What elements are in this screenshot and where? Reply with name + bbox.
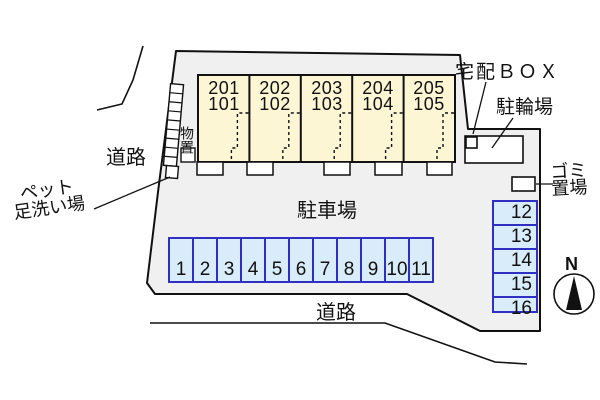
garbage-area-label: ゴミ 置場 [550, 160, 588, 199]
north-needle [566, 276, 582, 310]
road-bottom-edge-line [150, 322, 528, 365]
storage-shed [180, 147, 196, 163]
bicycle-parking-leader-line [491, 117, 514, 149]
parking-space: 15 [494, 274, 536, 298]
parking-space: 8 [338, 239, 362, 281]
parking-space: 12 [494, 202, 536, 226]
parking-space: 11 [411, 259, 431, 280]
parking-space: 9 [362, 239, 386, 281]
storage-label: 物置 [179, 126, 195, 154]
entrance-step [374, 161, 403, 176]
delivery-box-leader-line [472, 81, 487, 135]
entrance-step [196, 161, 224, 176]
entrance-step [323, 161, 351, 176]
road-bottom-label: 道路 [316, 302, 356, 324]
delivery-box-label: 宅配ＢＯＸ [455, 62, 561, 83]
unit-partition-dashed [333, 112, 352, 162]
parking-space: 13 [494, 226, 536, 250]
parking-lot-label: 駐車場 [297, 200, 357, 222]
unit-partition-dashed [282, 112, 300, 162]
north-compass [553, 273, 595, 315]
bicycle-parking-label: 駐輪場 [496, 97, 554, 118]
parking-space: 1 [170, 239, 194, 281]
parking-space: 14 [494, 250, 536, 274]
parking-space: 3 [218, 239, 242, 281]
parking-space: 2 [194, 239, 218, 281]
unit-partition-dashed [384, 112, 403, 162]
north-label: N [565, 254, 578, 274]
road-left-edge-line [96, 45, 144, 111]
parking-space: 6 [290, 239, 314, 281]
building-outline [197, 74, 456, 163]
pet-wash-leader-line [93, 176, 171, 210]
garbage-area [511, 176, 536, 192]
unit-partition-dashed [436, 112, 454, 162]
parking-row-1-11: 1 2 3 4 5 6 7 8 9 10 11 [168, 237, 434, 283]
unit-partition-dashed [230, 112, 249, 162]
entrance-step [246, 161, 274, 176]
entrance-step [426, 161, 453, 176]
parking-space: 5 [266, 239, 290, 281]
parking-space: 10 [386, 239, 410, 281]
parking-column-12-16: 12 13 14 15 16 [492, 200, 538, 319]
road-left-label: 道路 [106, 147, 146, 169]
delivery-box [465, 136, 478, 149]
parking-space: 4 [242, 239, 266, 281]
parking-space: 16 [510, 298, 532, 319]
parking-space: 7 [314, 239, 338, 281]
pet-wash-spot [164, 164, 180, 180]
